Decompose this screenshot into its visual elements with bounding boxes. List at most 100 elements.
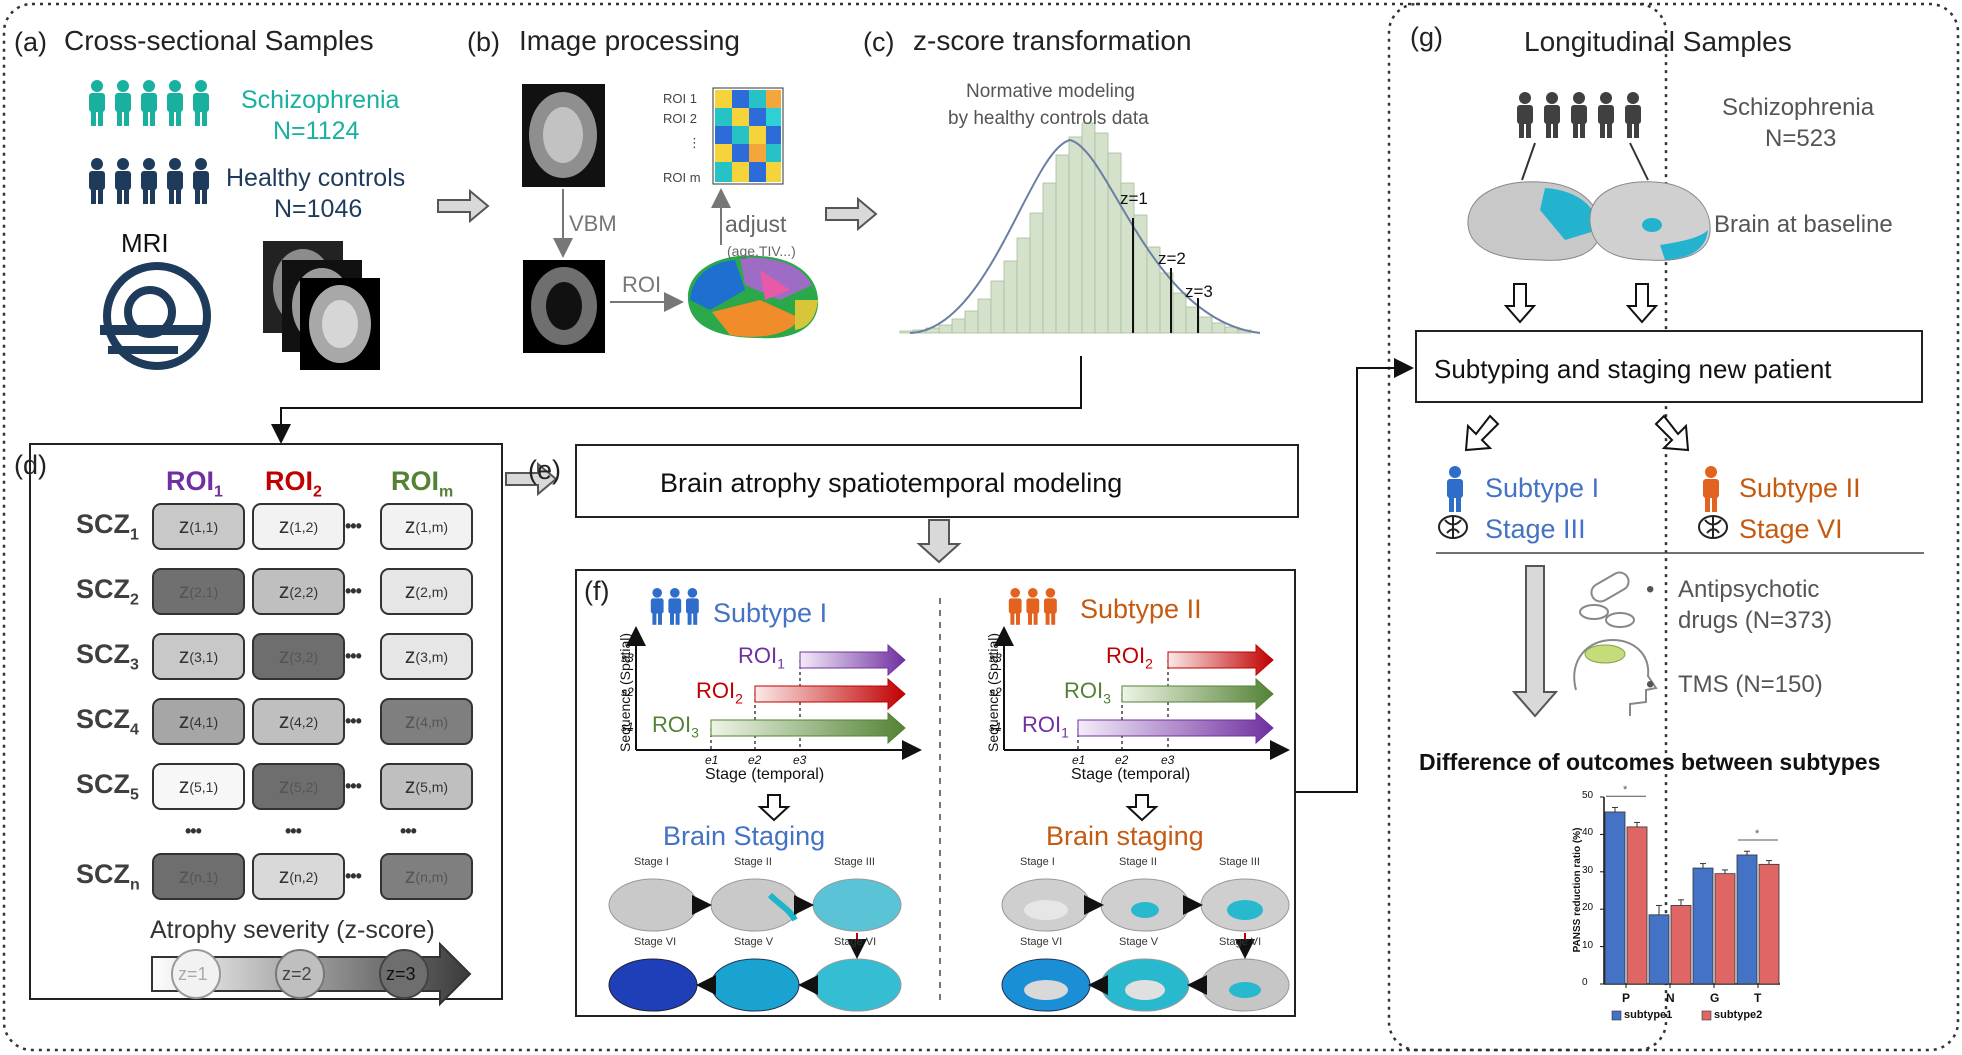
histogram-bar bbox=[1055, 154, 1070, 334]
severity-title: Atrophy severity (z-score) bbox=[150, 916, 435, 944]
block-arrow-d-e bbox=[505, 461, 558, 497]
histogram-bar bbox=[938, 324, 953, 334]
adjust-sublabel: (age,TIV...) bbox=[727, 243, 796, 259]
severity-z1-label: z=1 bbox=[178, 964, 208, 984]
result-stage3: Stage III bbox=[1485, 514, 1586, 544]
people-link-right bbox=[1629, 142, 1649, 181]
subtype1-roi-label: ROI2 bbox=[696, 678, 743, 707]
panel-f-box bbox=[575, 569, 1296, 1017]
subtype2-e-tick: e3 bbox=[1161, 753, 1175, 767]
chart-legend-label: subtype1 bbox=[1624, 1009, 1673, 1021]
subtype1-stage-label: Stage VI bbox=[634, 936, 677, 948]
subtype2-roi1-bar bbox=[1077, 711, 1274, 745]
severity-z1-circle bbox=[171, 949, 221, 999]
chart-bar-subtype2 bbox=[1626, 826, 1648, 985]
roi-header-2: ROI2 bbox=[265, 466, 322, 501]
subtype1-roi2-bar bbox=[754, 677, 906, 711]
subtype2-s-tick: s3 bbox=[989, 651, 1002, 665]
subtype1-stage-label: Stage I bbox=[634, 856, 669, 868]
z-score-cell: z(3,2) bbox=[252, 633, 345, 680]
subtype2-roi-label: ROI2 bbox=[1106, 643, 1153, 672]
chart-x-tick-label: T bbox=[1754, 991, 1762, 1005]
panel-b-title: Image processing bbox=[519, 25, 741, 56]
mri-label: MRI bbox=[121, 228, 169, 258]
z-score-cell: z(5,2) bbox=[252, 763, 345, 810]
result-subtype2: Subtype II bbox=[1739, 473, 1861, 503]
row-ellipsis: ••• bbox=[345, 516, 362, 536]
mri-scanner-icon bbox=[100, 262, 211, 370]
panel-e-title: Brain atrophy spatiotemporal modeling bbox=[660, 468, 1123, 498]
vbm-label: VBM bbox=[569, 211, 617, 236]
treatment-antipsychotic: Antipsychotic bbox=[1678, 576, 1820, 603]
subtype1-stage-label: Stage VI bbox=[834, 936, 877, 948]
subtype1-roi3-bar bbox=[710, 711, 906, 745]
gray-matter-image bbox=[523, 260, 605, 353]
subtype2-staging-arrow bbox=[1125, 794, 1159, 822]
chart-bar-subtype2 bbox=[1758, 863, 1780, 985]
baseline-brains-image bbox=[1467, 181, 1711, 261]
connector-c-d bbox=[271, 356, 1082, 444]
scz-row-label: SCZn bbox=[76, 859, 140, 894]
schizophrenia-label: Schizophrenia bbox=[241, 86, 400, 114]
chart-y-tick-label: 0 bbox=[1582, 977, 1588, 988]
z-score-cell: z(n,2) bbox=[252, 853, 345, 900]
normative-histogram bbox=[899, 122, 1252, 334]
roi-heatmap bbox=[712, 87, 784, 185]
subtype1-roi-label: ROI1 bbox=[738, 643, 785, 672]
subtype2-s-tick: s2 bbox=[989, 685, 1002, 699]
block-arrow-a-b bbox=[437, 188, 490, 224]
chart-significance-mark: * bbox=[1623, 784, 1628, 797]
z-score-cell: z(1,m) bbox=[380, 503, 473, 550]
healthy-controls-label: Healthy controls bbox=[226, 164, 406, 192]
roi-label: ROI bbox=[622, 272, 662, 297]
z-score-cell: z(4,m) bbox=[380, 698, 473, 745]
z-score-cell: z(2,m) bbox=[380, 568, 473, 615]
down-arrow-left bbox=[1503, 283, 1537, 324]
subtype1-person-icon bbox=[1447, 466, 1463, 512]
block-arrow-b-c bbox=[825, 196, 878, 232]
subtype2-title: Subtype II bbox=[1080, 594, 1202, 624]
subtype2-stage-label: Stage I bbox=[1020, 856, 1055, 868]
heatmap-row-1: ROI 1 bbox=[663, 91, 697, 106]
subtype2-stage-label: Stage VI bbox=[1219, 936, 1262, 948]
block-arrow-e-f bbox=[916, 519, 962, 564]
chart-y-tick-label: 10 bbox=[1582, 939, 1594, 951]
subtype2-stage-label: Stage II bbox=[1119, 856, 1157, 868]
chart-y-axis-label: PANSS reduction ratio (%) bbox=[1572, 827, 1583, 953]
treatment-antipsychotic-n: drugs (N=373) bbox=[1678, 607, 1833, 634]
histogram-bar bbox=[1042, 182, 1057, 334]
subtype1-staging-arrow bbox=[757, 794, 791, 822]
panel-c-label: (c) bbox=[863, 27, 895, 57]
healthy-controls-people-icon bbox=[89, 158, 209, 204]
panel-c-title: z-score transformation bbox=[913, 25, 1192, 56]
chart-bar-subtype1 bbox=[1736, 854, 1758, 985]
chart-bar-subtype2 bbox=[1670, 905, 1692, 985]
z3-label: z=3 bbox=[1185, 282, 1213, 301]
frame-right bbox=[1387, 2, 1960, 1052]
panel-e-label: (e) bbox=[528, 455, 561, 485]
z-score-cell: z(4,1) bbox=[152, 698, 245, 745]
scz-row-label: SCZ2 bbox=[76, 574, 139, 609]
frame-left bbox=[2, 2, 1668, 1052]
z-score-cell: z(n,m) bbox=[380, 853, 473, 900]
chart-x-tick-label: N bbox=[1666, 991, 1675, 1005]
z-score-cell: z(2,2) bbox=[252, 568, 345, 615]
normative-subtitle-2: by healthy controls data bbox=[948, 108, 1149, 129]
histogram-bar bbox=[977, 298, 992, 334]
subtype1-roi1-bar bbox=[799, 643, 906, 677]
longitudinal-scz-n: N=523 bbox=[1765, 125, 1837, 152]
tms-head-icon bbox=[1573, 638, 1658, 716]
chart-significance-mark: * bbox=[1755, 828, 1760, 840]
column-ellipsis: ••• bbox=[185, 821, 202, 841]
treatment-bullet-2: • bbox=[1646, 671, 1655, 698]
row-ellipsis: ••• bbox=[345, 866, 362, 886]
pill-icon bbox=[1579, 571, 1635, 628]
chart-y-tick-label: 30 bbox=[1582, 864, 1594, 876]
heatmap-row-2: ROI 2 bbox=[663, 111, 697, 126]
subtype2-stage-label: Stage V bbox=[1119, 936, 1159, 948]
subtype1-title: Subtype I bbox=[713, 598, 828, 628]
roi-header-3: ROIm bbox=[391, 466, 454, 501]
chart-legend-label: subtype2 bbox=[1714, 1009, 1763, 1021]
schizophrenia-n: N=1124 bbox=[273, 117, 360, 145]
chart-x-tick-label: G bbox=[1710, 991, 1720, 1005]
